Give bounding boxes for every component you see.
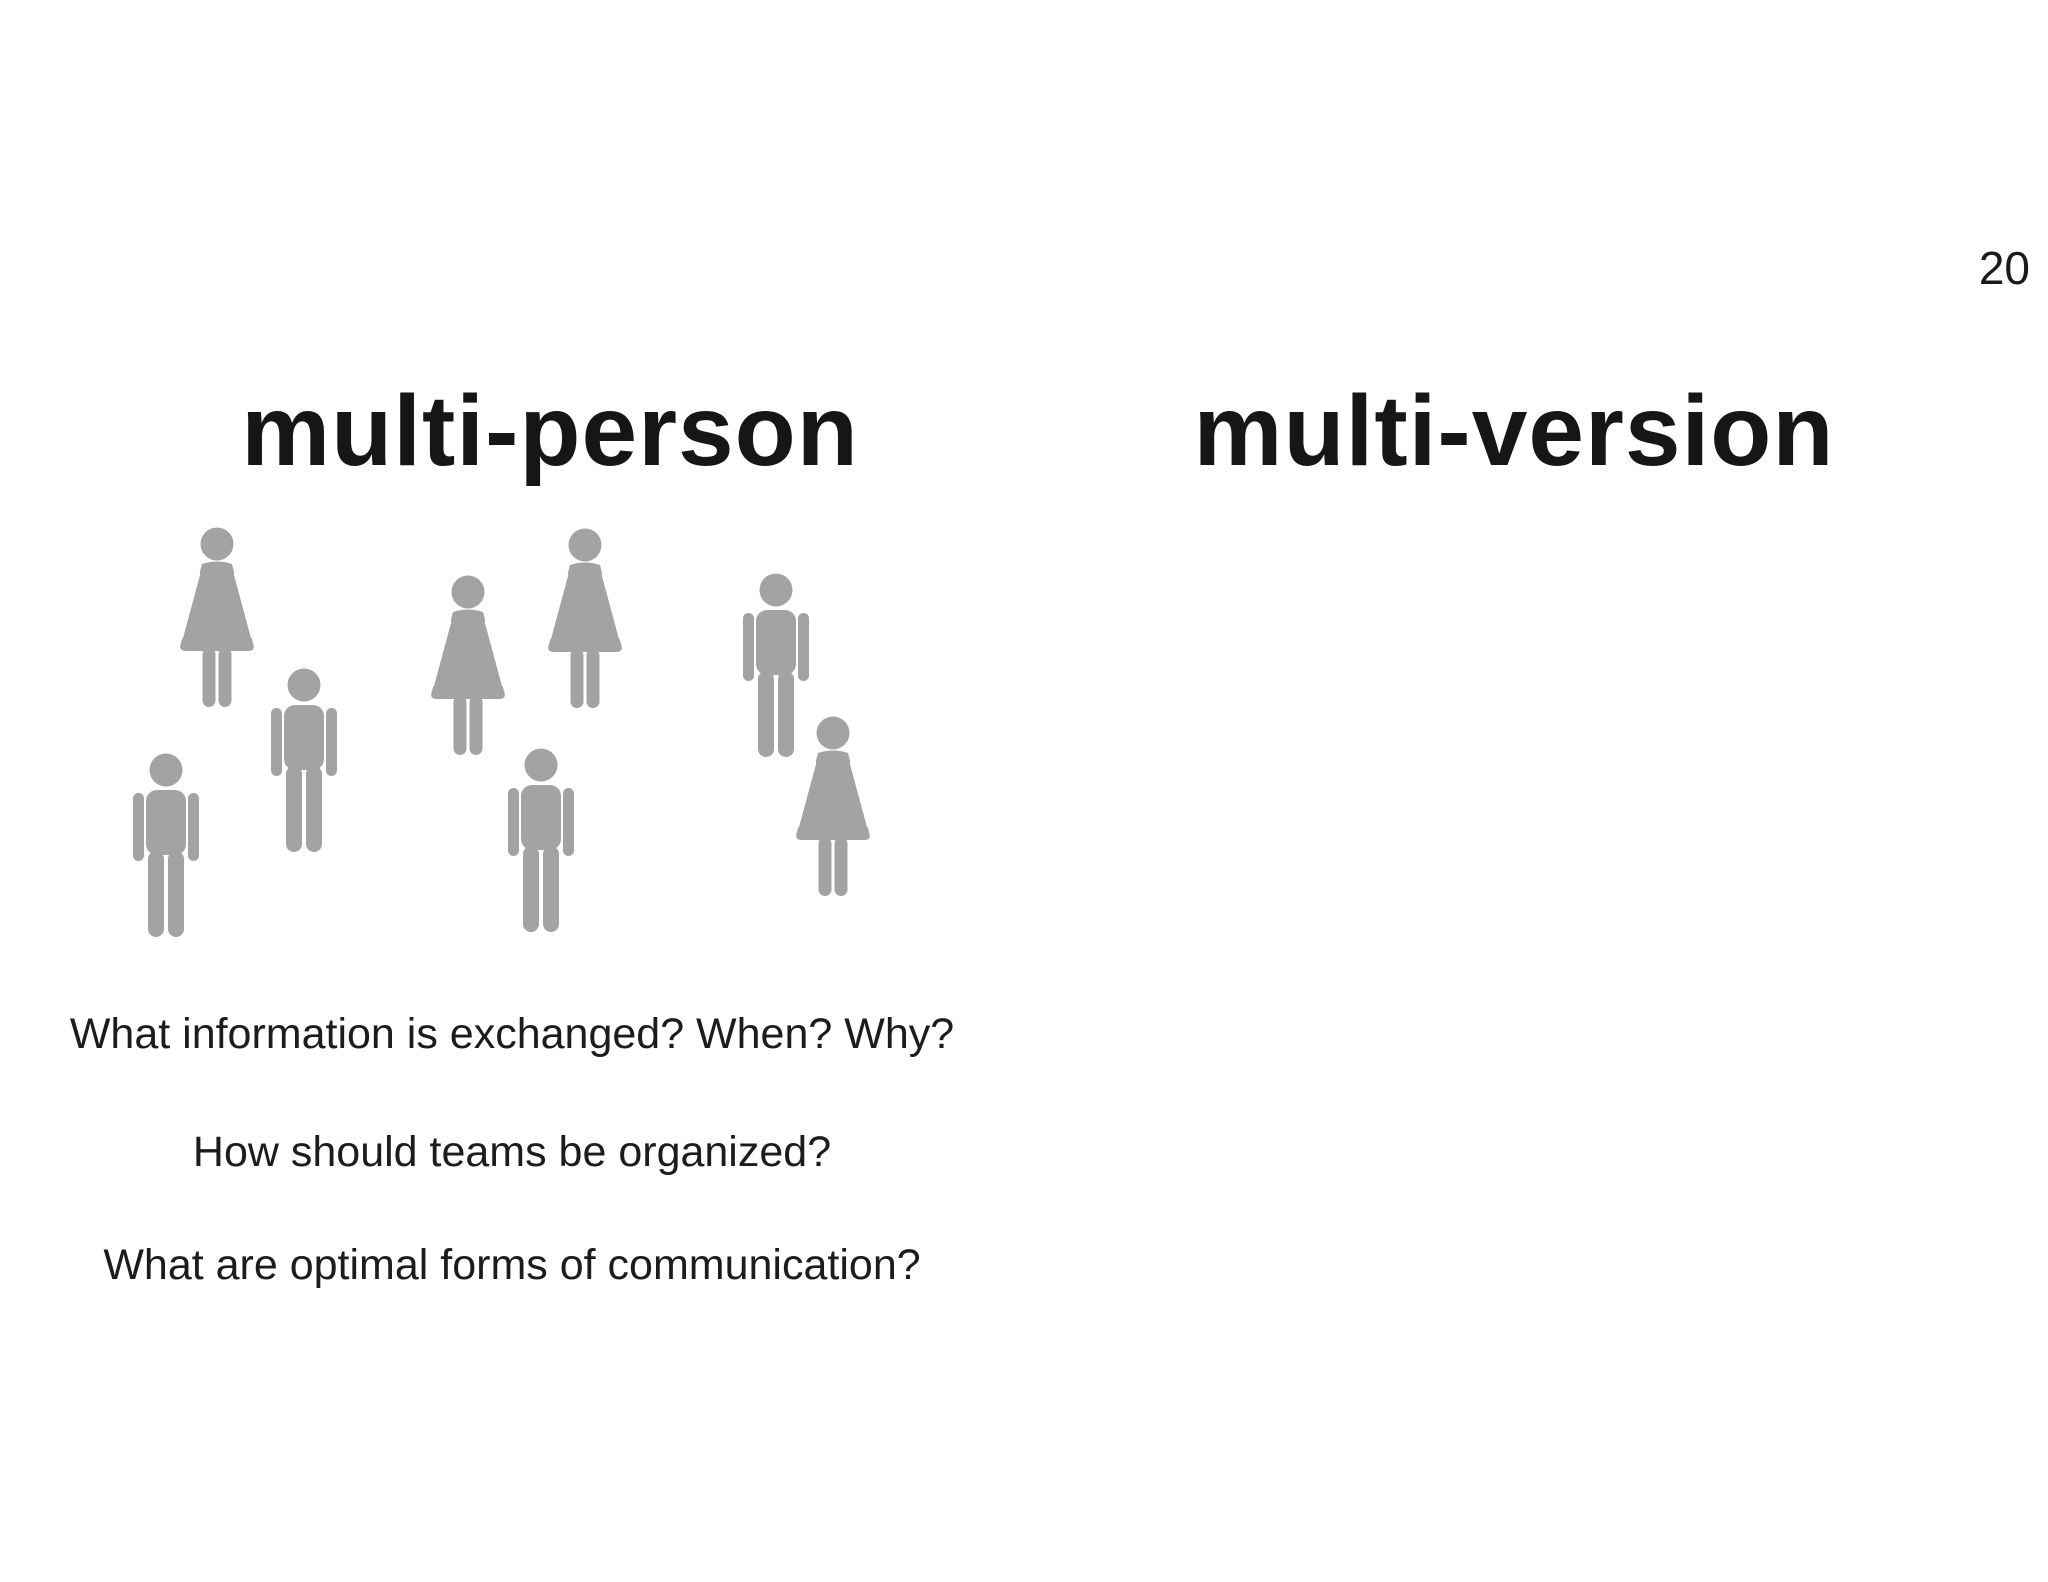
person-icon-female xyxy=(789,716,877,898)
people-group xyxy=(0,0,1024,1000)
heading-multi-person: multi-person xyxy=(241,375,859,487)
question-teams-organized: How should teams be organized? xyxy=(192,1128,832,1176)
person-icon-male xyxy=(506,748,576,932)
person-icon-female xyxy=(173,527,261,709)
person-icon-male xyxy=(269,668,339,852)
question-information-exchanged: What information is exchanged? When? Why… xyxy=(69,1010,955,1058)
question-forms-communication: What are optimal forms of communication? xyxy=(103,1241,921,1289)
heading-multi-version: multi-version xyxy=(1193,375,1835,487)
person-icon-female xyxy=(541,528,629,710)
person-icon-female xyxy=(424,575,512,757)
page-number: 20 xyxy=(1978,242,2030,294)
person-icon-male xyxy=(131,753,201,937)
